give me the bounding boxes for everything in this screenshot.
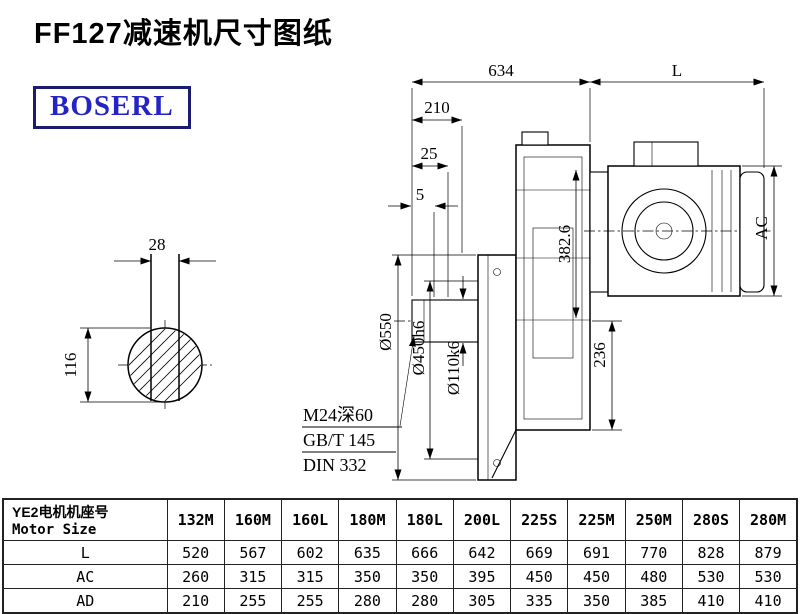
table-row-AD: AD 210 255 255 280 280 305 335 350 385 4…	[2, 588, 798, 614]
note-standard-2: DIN 332	[303, 455, 367, 475]
table-cell: 315	[281, 564, 340, 589]
dim-label-382: 382.6	[555, 225, 574, 263]
table-cell: 567	[223, 540, 283, 565]
table-row-L: L 520 567 602 635 666 642 669 691 770 82…	[2, 540, 798, 565]
column-header: 250M	[624, 498, 683, 541]
shaft-section-view	[118, 254, 212, 410]
table-cell: 305	[452, 588, 512, 614]
table-cell: 280	[338, 588, 397, 614]
column-header: 132M	[166, 498, 225, 541]
table-cell: 520	[166, 540, 225, 565]
column-header: 225S	[510, 498, 569, 541]
row-label: AD	[2, 588, 168, 614]
table-cell: 480	[624, 564, 683, 589]
table-cell: 255	[223, 588, 283, 614]
dimension-236: 236	[590, 320, 622, 431]
motor-size-header-cell: YE2电机机座号 Motor Size	[2, 498, 168, 541]
dimension-drawing: 28 116	[61, 61, 782, 481]
table-cell: 530	[739, 564, 798, 589]
table-cell: 450	[510, 564, 569, 589]
table-cell: 410	[739, 588, 798, 614]
dimension-key-height: 116	[61, 327, 168, 403]
dimension-210: 210	[412, 98, 463, 253]
note-standard-1: GB/T 145	[303, 430, 375, 450]
dim-label-550: Ø550	[376, 313, 395, 351]
dim-label-110: Ø110k6	[444, 341, 463, 395]
brand-logo: BOSERL	[33, 86, 191, 129]
column-header: 280S	[681, 498, 741, 541]
column-header: 280M	[739, 498, 798, 541]
shaft-end-notes: M24深60 GB/T 145 DIN 332	[302, 335, 416, 475]
dimension-flange-od: Ø550	[376, 254, 476, 481]
table-cell: 280	[395, 588, 454, 614]
header-en: Motor Size	[12, 522, 97, 538]
dimension-shaft-diameter: Ø110k6	[444, 276, 467, 395]
gear-housing	[515, 144, 591, 431]
table-cell: 879	[739, 540, 798, 565]
page-title: FF127减速机尺寸图纸	[34, 18, 333, 50]
table-cell: 350	[567, 588, 626, 614]
table-cell: 350	[395, 564, 454, 589]
table-cell: 255	[281, 588, 340, 614]
dim-label-116: 116	[61, 353, 80, 378]
dim-label-28: 28	[149, 235, 166, 254]
dim-label-L: L	[672, 61, 682, 80]
table-cell: 666	[395, 540, 454, 565]
table-cell: 410	[681, 588, 741, 614]
table-cell: 385	[624, 588, 683, 614]
table-row-AC: AC 260 315 315 350 350 395 450 450 480 5…	[2, 564, 798, 589]
dim-label-450: Ø450h6	[409, 321, 428, 376]
table-cell: 602	[281, 540, 340, 565]
column-header: 160L	[281, 498, 340, 541]
table-cell: 669	[510, 540, 569, 565]
table-cell: 260	[166, 564, 225, 589]
table-cell: 642	[452, 540, 512, 565]
row-label: AC	[2, 564, 168, 589]
table-cell: 530	[681, 564, 741, 589]
table-cell: 828	[681, 540, 741, 565]
table-cell: 395	[452, 564, 512, 589]
dim-label-5: 5	[416, 185, 425, 204]
header-cn: YE2电机机座号	[12, 504, 109, 520]
column-header: 180M	[338, 498, 397, 541]
motor-adapter	[589, 171, 609, 293]
flange	[477, 254, 517, 481]
dimension-key-width: 28	[114, 235, 216, 265]
terminal-box	[633, 141, 699, 167]
dim-label-634: 634	[488, 61, 514, 80]
table-cell: 770	[624, 540, 683, 565]
column-header: 200L	[452, 498, 512, 541]
table-cell: 335	[510, 588, 569, 614]
motor-size-table: YE2电机机座号 Motor Size 132M 160M 160L 180M …	[2, 498, 798, 614]
table-header-row: YE2电机机座号 Motor Size 132M 160M 160L 180M …	[2, 498, 798, 541]
dim-label-236: 236	[590, 342, 609, 368]
dimension-5: 5	[388, 185, 458, 297]
note-thread: M24深60	[303, 405, 373, 425]
table-cell: 350	[338, 564, 397, 589]
dimension-AC: AC	[742, 165, 782, 297]
motor	[584, 141, 772, 297]
dim-label-AC: AC	[752, 216, 771, 240]
dimension-382: 382.6	[555, 170, 580, 318]
dim-label-25: 25	[421, 144, 438, 163]
table-cell: 315	[223, 564, 283, 589]
table-cell: 210	[166, 588, 225, 614]
dimension-L: L	[590, 61, 765, 168]
row-label: L	[2, 540, 168, 565]
column-header: 180L	[395, 498, 454, 541]
table-cell: 635	[338, 540, 397, 565]
reducer-body	[394, 131, 591, 481]
table-cell: 691	[567, 540, 626, 565]
column-header: 225M	[567, 498, 626, 541]
fan-cover	[739, 171, 765, 293]
column-header: 160M	[223, 498, 283, 541]
dimension-spigot: Ø450h6	[409, 280, 478, 460]
table-cell: 450	[567, 564, 626, 589]
dim-label-210: 210	[424, 98, 450, 117]
dimension-25: 25	[412, 144, 449, 297]
